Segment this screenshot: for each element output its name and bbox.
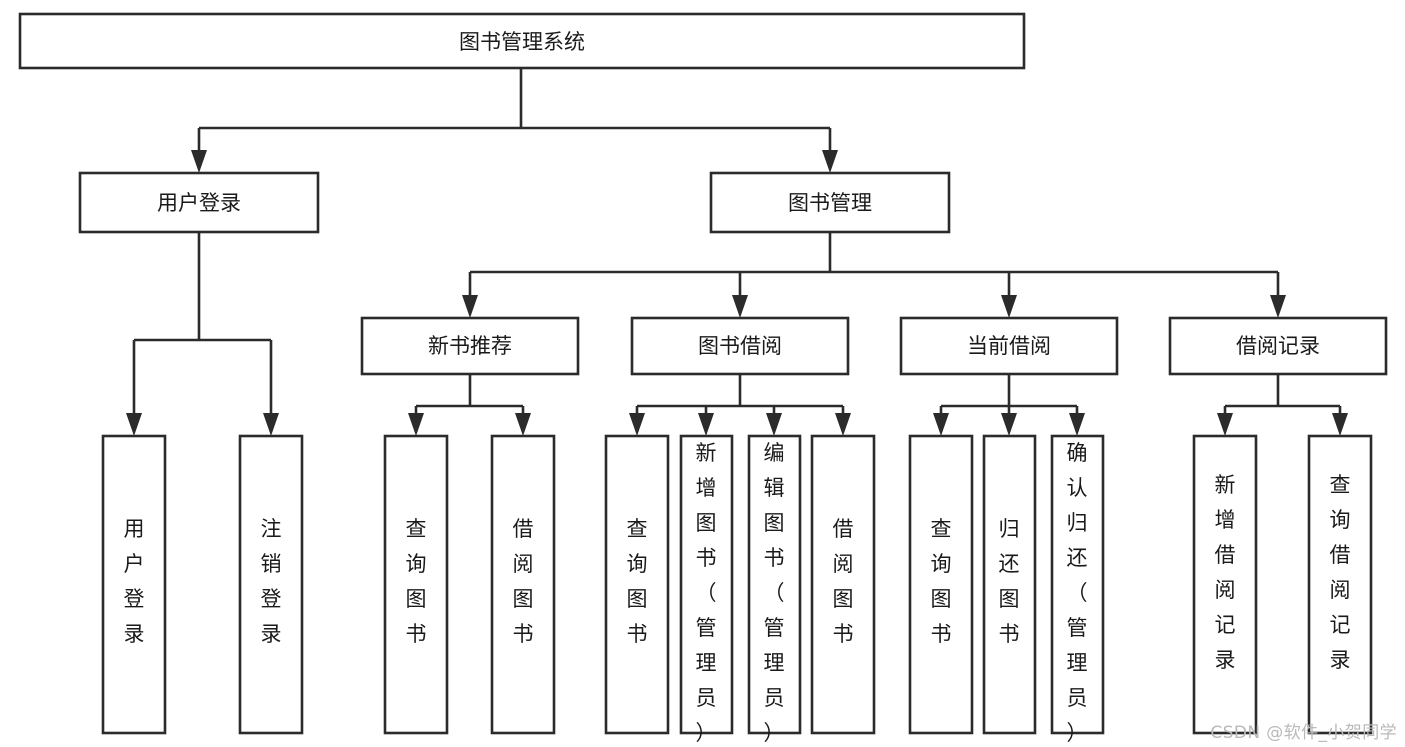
- node-book-borrow-label: 图书借阅: [698, 334, 782, 358]
- leaf-query-book-1-box[interactable]: [383, 434, 449, 735]
- arrow-head-leaf-add-book: [698, 413, 714, 436]
- arrow-head-current-borrow: [1001, 295, 1017, 318]
- leaf-user-logout-label: 注销登录: [261, 517, 282, 646]
- arrow-head-leaf-borrow-book-2: [835, 413, 851, 436]
- leaf-query-book-3-box[interactable]: [908, 434, 974, 735]
- node-user-login[interactable]: 用户登录: [78, 171, 320, 234]
- node-new-book-recommend-box[interactable]: [360, 316, 580, 376]
- leaf-edit-book-label: 编辑图书（管理员）: [764, 441, 785, 745]
- leaf-borrow-book-2-box[interactable]: [810, 434, 876, 735]
- node-user-login-box[interactable]: [78, 171, 320, 234]
- node-current-borrow-box[interactable]: [899, 316, 1119, 376]
- arrow-head-borrow-record: [1270, 295, 1286, 318]
- leaf-return-book-box[interactable]: [982, 434, 1037, 735]
- node-root-label: 图书管理系统: [459, 30, 585, 54]
- leaf-add-record[interactable]: 新增借阅记录: [1192, 434, 1258, 735]
- leaf-query-record[interactable]: 查询借阅记录: [1307, 434, 1373, 735]
- arrow-head-leaf-add-record: [1217, 413, 1233, 436]
- arrow-head-user-login: [191, 150, 207, 173]
- leaf-query-book-2-box[interactable]: [604, 434, 670, 735]
- leaf-query-book-2-label: 查询图书: [627, 517, 648, 646]
- arrow-head-leaf-confirm-return: [1069, 413, 1085, 436]
- node-book-manage[interactable]: 图书管理: [709, 171, 951, 234]
- arrow-head-leaf-edit-book: [766, 413, 782, 436]
- arrow-head-new-book-recommend: [462, 295, 478, 318]
- arrow-head-leaf-query-book-1: [408, 413, 424, 436]
- leaf-return-book[interactable]: 归还图书: [982, 434, 1037, 735]
- leaf-add-book[interactable]: 新增图书（管理员）: [679, 434, 734, 745]
- arrow-head-leaf-borrow-book-1: [515, 413, 531, 436]
- node-borrow-record-label: 借阅记录: [1236, 334, 1320, 358]
- leaf-confirm-return-box[interactable]: [1050, 434, 1105, 735]
- arrow-head-leaf-user-login: [126, 413, 142, 436]
- leaf-confirm-return[interactable]: 确认归还（管理员）: [1050, 434, 1105, 745]
- leaf-borrow-book-1-box[interactable]: [490, 434, 556, 735]
- arrow-head-leaf-user-logout: [263, 413, 279, 436]
- node-book-borrow-box[interactable]: [630, 316, 850, 376]
- arrow-head-leaf-query-book-3: [933, 413, 949, 436]
- leaf-query-book-1-label: 查询图书: [406, 517, 427, 646]
- leaf-borrow-book-2[interactable]: 借阅图书: [810, 434, 876, 735]
- leaf-add-record-box[interactable]: [1192, 434, 1258, 735]
- node-new-book-recommend[interactable]: 新书推荐: [360, 316, 580, 376]
- leaf-borrow-book-2-label: 借阅图书: [833, 517, 854, 646]
- node-book-manage-box[interactable]: [709, 171, 951, 234]
- arrow-head-book-manage: [822, 150, 838, 173]
- leaf-borrow-book-1[interactable]: 借阅图书: [490, 434, 556, 735]
- leaf-add-record-label: 新增借阅记录: [1215, 473, 1236, 672]
- node-root[interactable]: 图书管理系统: [18, 12, 1026, 70]
- arrow-head-book-borrow: [732, 295, 748, 318]
- leaf-user-login-label: 用户登录: [124, 517, 145, 646]
- node-current-borrow-label: 当前借阅: [967, 334, 1051, 358]
- csdn-watermark: CSDN @软件_小贺同学: [1210, 723, 1397, 743]
- node-borrow-record[interactable]: 借阅记录: [1168, 316, 1388, 376]
- node-root-box[interactable]: [18, 12, 1026, 70]
- leaf-user-login[interactable]: 用户登录: [101, 434, 167, 735]
- node-new-book-recommend-label: 新书推荐: [428, 334, 512, 358]
- leaf-query-book-2[interactable]: 查询图书: [604, 434, 670, 735]
- node-book-borrow[interactable]: 图书借阅: [630, 316, 850, 376]
- leaf-query-book-1[interactable]: 查询图书: [383, 434, 449, 735]
- node-current-borrow[interactable]: 当前借阅: [899, 316, 1119, 376]
- leaf-add-book-label: 新增图书（管理员）: [696, 441, 717, 745]
- leaf-return-book-label: 归还图书: [999, 517, 1020, 646]
- leaf-add-book-box[interactable]: [679, 434, 734, 735]
- node-book-manage-label: 图书管理: [788, 191, 872, 215]
- node-user-login-label: 用户登录: [157, 191, 241, 215]
- arrow-head-leaf-return-book: [1001, 413, 1017, 436]
- leaf-query-book-3[interactable]: 查询图书: [908, 434, 974, 735]
- leaf-query-record-label: 查询借阅记录: [1330, 473, 1351, 672]
- leaf-confirm-return-label: 确认归还（管理员）: [1067, 441, 1088, 745]
- leaf-query-record-box[interactable]: [1307, 434, 1373, 735]
- leaf-user-logout[interactable]: 注销登录: [238, 434, 304, 735]
- leaf-query-book-3-label: 查询图书: [931, 517, 952, 646]
- leaf-edit-book-box[interactable]: [747, 434, 802, 735]
- node-borrow-record-box[interactable]: [1168, 316, 1388, 376]
- leaf-edit-book[interactable]: 编辑图书（管理员）: [747, 434, 802, 745]
- leaf-user-login-box[interactable]: [101, 434, 167, 735]
- leaf-borrow-book-1-label: 借阅图书: [513, 517, 534, 646]
- connector-layer: [126, 68, 1348, 436]
- leaf-user-logout-box[interactable]: [238, 434, 304, 735]
- arrow-head-leaf-query-book-2: [629, 413, 645, 436]
- arrow-head-leaf-query-record: [1332, 413, 1348, 436]
